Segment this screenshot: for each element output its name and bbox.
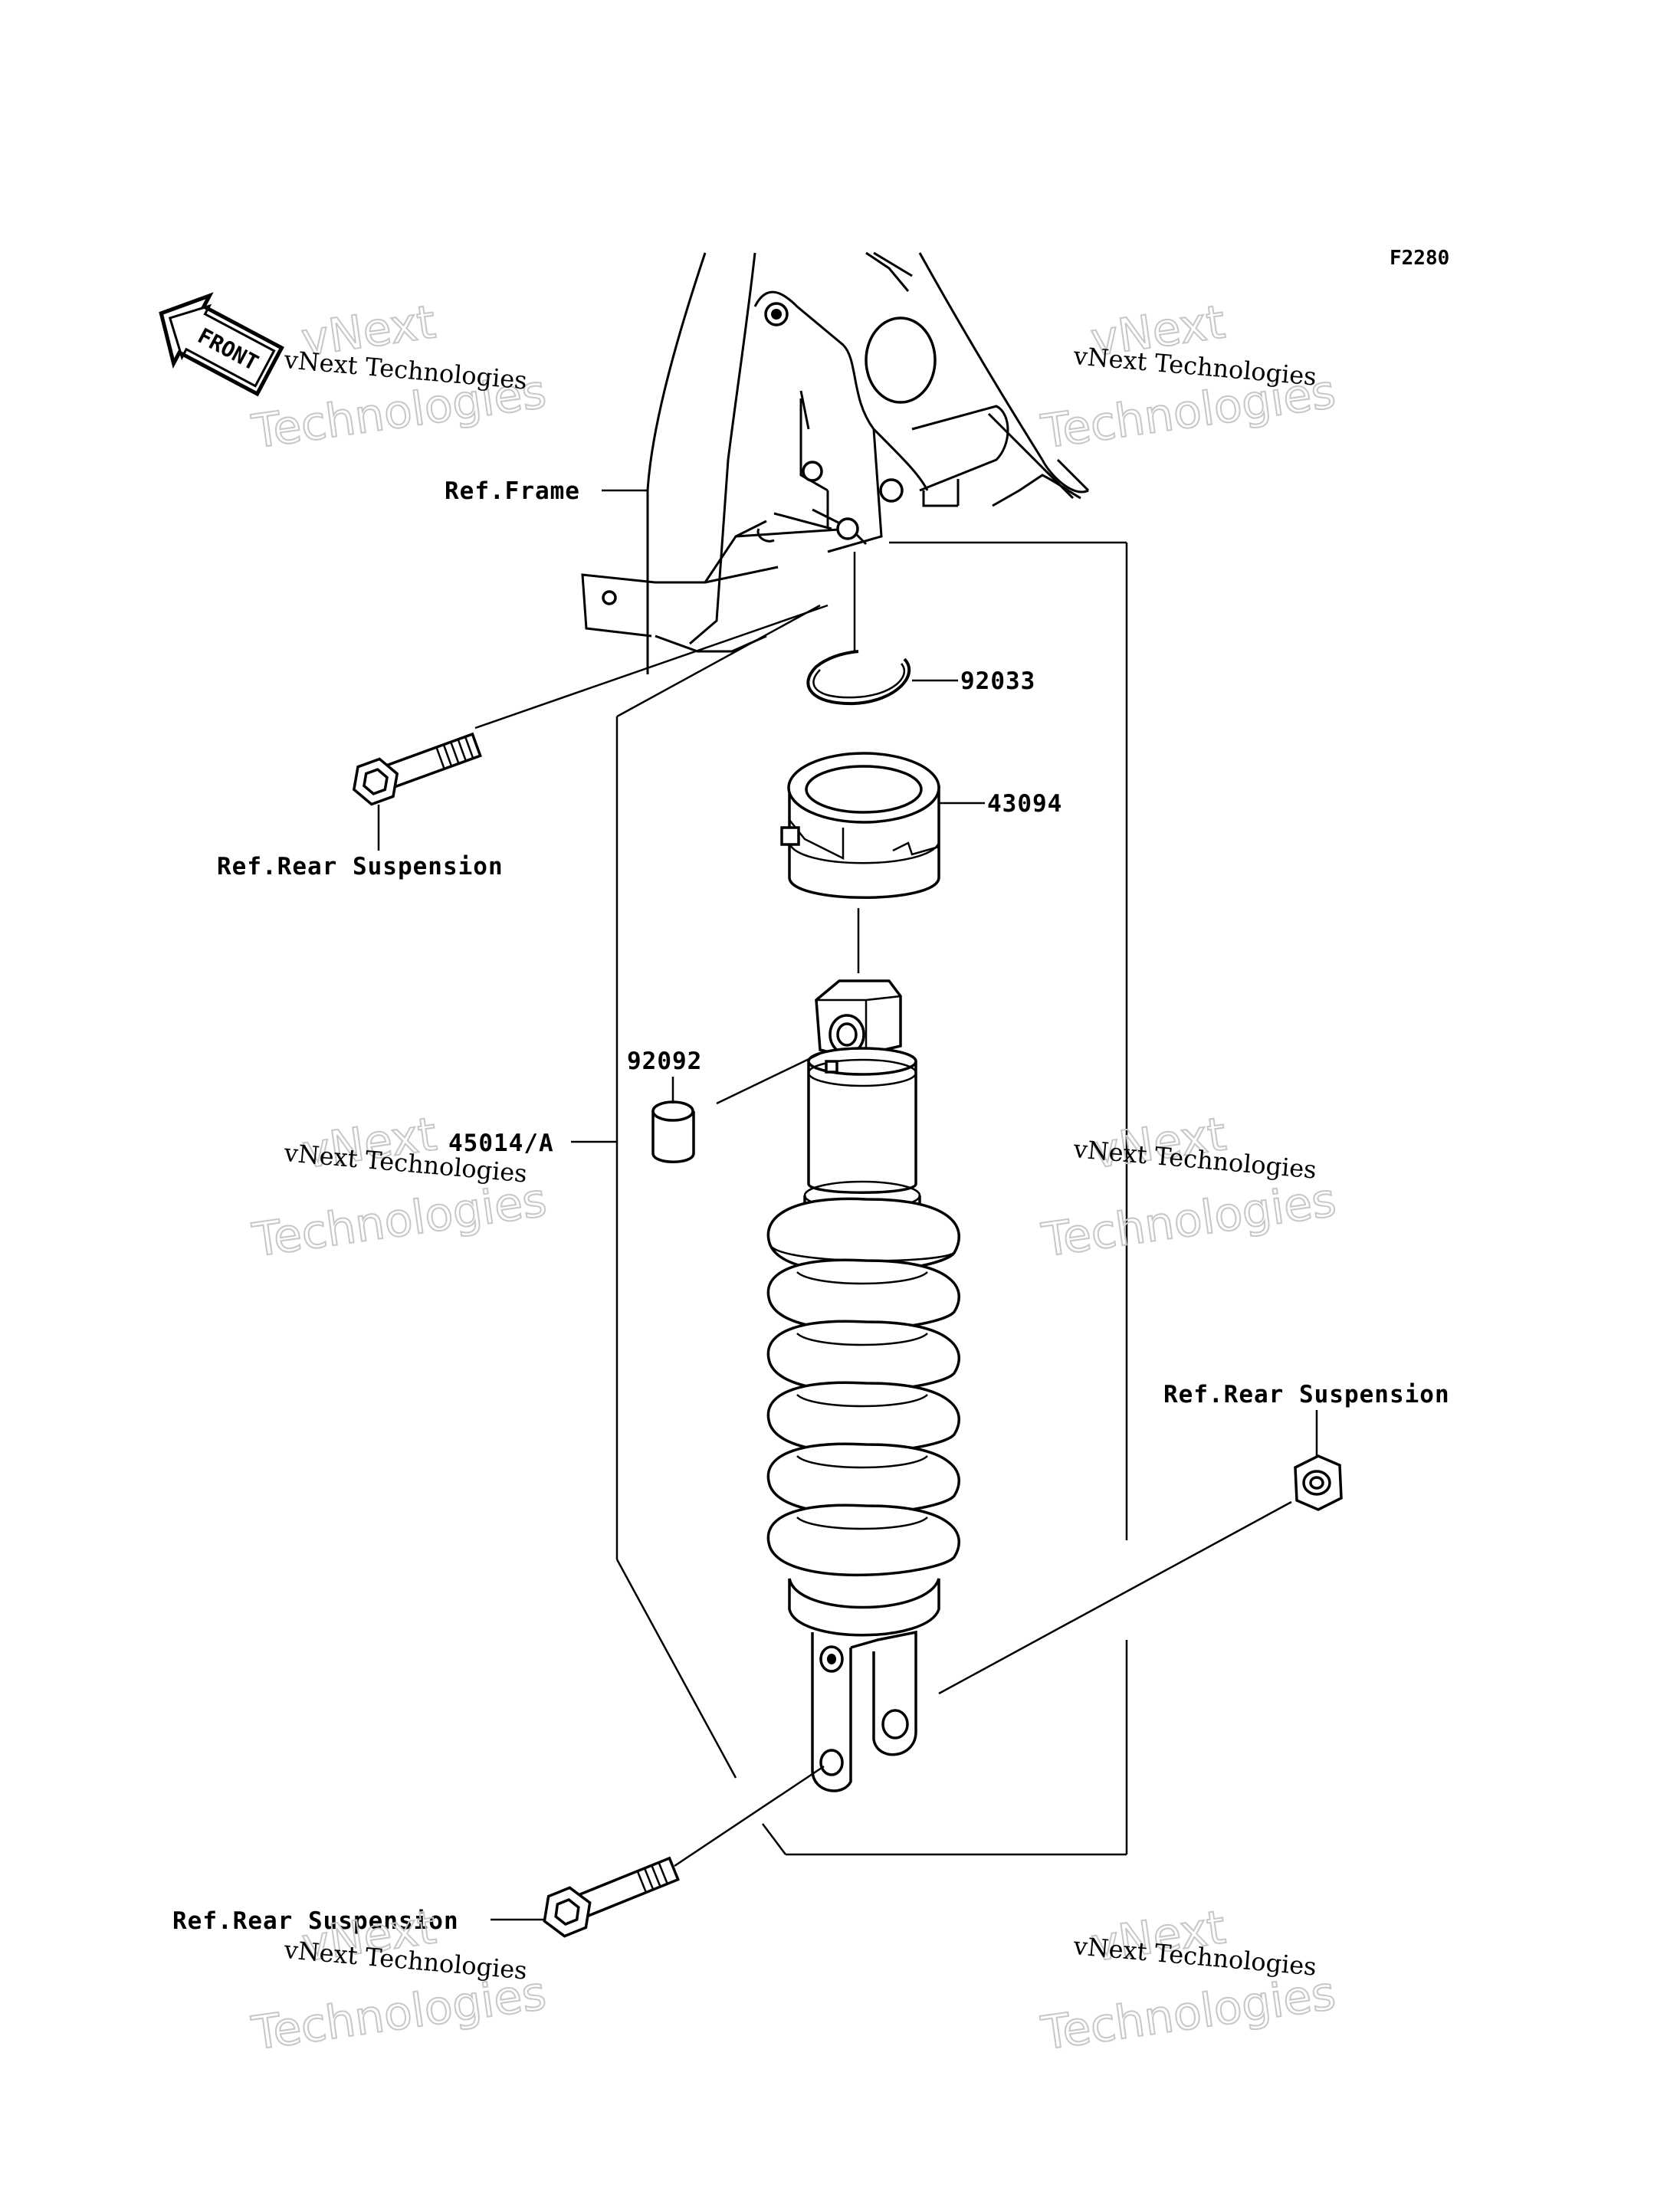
ref-frame-label: Ref.Frame xyxy=(445,477,580,505)
top-bolt xyxy=(352,732,482,806)
assembly-bracket xyxy=(615,541,1128,1856)
shock-absorber-45014A xyxy=(766,979,961,1792)
figure-code: F2280 xyxy=(1390,247,1449,270)
watermark-big-line-2: Technologies xyxy=(1039,1173,1339,1267)
right-nut xyxy=(1294,1454,1343,1511)
circlip-92033 xyxy=(806,650,911,706)
frame-round-plate xyxy=(865,316,937,404)
frame-structure xyxy=(581,251,1090,674)
ref-rear-suspension-bottom-left-label: Ref.Rear Suspension xyxy=(172,1907,459,1935)
adjuster-ring-43094 xyxy=(780,752,940,899)
bottom-bolt xyxy=(543,1856,680,1938)
ref-rear-suspension-top-left-label: Ref.Rear Suspension xyxy=(217,853,504,880)
watermark-big-line-2: Technologies xyxy=(249,1173,550,1267)
front-arrow-icon: FRONT xyxy=(159,292,284,397)
collar-92092 xyxy=(651,1100,695,1163)
part-43094-label: 43094 xyxy=(987,790,1062,818)
part-92033-label: 92033 xyxy=(960,667,1035,695)
part-92092-label: 92092 xyxy=(627,1048,702,1075)
ref-rear-suspension-right-label: Ref.Rear Suspension xyxy=(1163,1381,1450,1408)
watermark-big-line-2: Technologies xyxy=(1038,1966,1338,2061)
part-45014A-label: 45014/A xyxy=(448,1130,554,1157)
